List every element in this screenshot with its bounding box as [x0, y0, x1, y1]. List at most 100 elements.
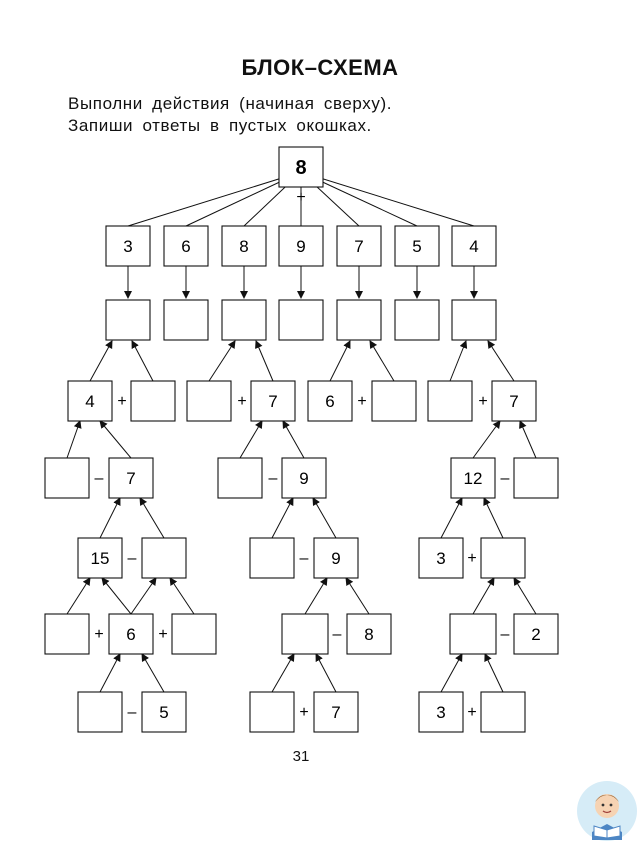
- row2-box-5[interactable]: [336, 299, 382, 341]
- row1-box-6-value: 5: [412, 237, 421, 256]
- arrow: [369, 340, 395, 382]
- connector-line: [127, 171, 302, 227]
- left-r5-left-value: 15: [91, 549, 110, 568]
- center-r7-op: +: [299, 704, 308, 721]
- operator-signs: ++––++–++–––++–+–+: [94, 189, 509, 721]
- center-r5-right-value: 9: [331, 549, 340, 568]
- arrow: [487, 340, 515, 382]
- right-r5-left: 3: [418, 537, 464, 579]
- right-r3-left[interactable]: [427, 380, 473, 422]
- center-r6-op: –: [333, 626, 342, 643]
- root-op: +: [296, 189, 305, 206]
- center-r7-right: 7: [313, 691, 359, 733]
- arrow: [440, 653, 463, 693]
- page-title: БЛОК–СХЕМА: [241, 55, 399, 80]
- right-r6-left[interactable]: [449, 613, 497, 655]
- row2-box-2[interactable]: [163, 299, 209, 341]
- right-r4-op: –: [501, 470, 510, 487]
- right-r5-right[interactable]: [480, 537, 526, 579]
- left-r4-left[interactable]: [44, 457, 90, 499]
- arrow: [239, 420, 263, 459]
- row1-box-4: 9: [278, 225, 324, 267]
- row1-box-7: 4: [451, 225, 497, 267]
- arrow: [66, 420, 82, 459]
- arrow: [139, 497, 165, 539]
- root-box: 8: [278, 146, 324, 188]
- left-r6-op2: +: [158, 626, 167, 643]
- row1-box-2: 6: [163, 225, 209, 267]
- center-r3a-op: +: [237, 393, 246, 410]
- left-r7-right: 5: [141, 691, 187, 733]
- right-r7-op: +: [467, 704, 476, 721]
- center-r6-right-value: 8: [364, 625, 373, 644]
- root-box-value: 8: [295, 157, 306, 179]
- center-r4-right-value: 9: [299, 469, 308, 488]
- left-r4-right: 7: [108, 457, 154, 499]
- center-r5-left[interactable]: [249, 537, 295, 579]
- arrow: [271, 653, 295, 693]
- center-r6-right: 8: [346, 613, 392, 655]
- left-r6-mid: 6: [108, 613, 154, 655]
- center-r4-left[interactable]: [217, 457, 263, 499]
- center-r7-left[interactable]: [249, 691, 295, 733]
- right-r4-right[interactable]: [513, 457, 559, 499]
- arrow: [312, 497, 337, 539]
- row1-box-1-value: 3: [123, 237, 132, 256]
- row1-box-4-value: 9: [296, 237, 305, 256]
- center-r7-right-value: 7: [331, 703, 340, 722]
- left-r7-right-value: 5: [159, 703, 168, 722]
- right-r4-left: 12: [450, 457, 496, 499]
- right-r3-right: 7: [491, 380, 537, 422]
- center-r3a-right-value: 7: [268, 392, 277, 411]
- arrow: [99, 420, 132, 459]
- right-r6-op: –: [501, 626, 510, 643]
- arrow: [169, 577, 195, 615]
- row2-box-6[interactable]: [394, 299, 440, 341]
- arrow: [208, 340, 236, 382]
- center-r4-right: 9: [281, 457, 327, 499]
- center-r3b-right[interactable]: [371, 380, 417, 422]
- left-r3-left-value: 4: [85, 392, 94, 411]
- left-r7-op: –: [128, 704, 137, 721]
- left-r6-left[interactable]: [44, 613, 90, 655]
- row1-box-7-value: 4: [469, 237, 478, 256]
- right-r7-right[interactable]: [480, 691, 526, 733]
- arrow: [141, 653, 165, 693]
- arrow: [99, 497, 121, 539]
- row2-box-4[interactable]: [278, 299, 324, 341]
- left-r6-right[interactable]: [171, 613, 217, 655]
- right-r5-op: +: [467, 550, 476, 567]
- row1-box-3: 8: [221, 225, 267, 267]
- row2-box-1[interactable]: [105, 299, 151, 341]
- row1-box-5: 7: [336, 225, 382, 267]
- left-r3-right[interactable]: [130, 380, 176, 422]
- arrow: [472, 420, 501, 459]
- left-r5-right[interactable]: [141, 537, 187, 579]
- center-r3b-left: 6: [307, 380, 353, 422]
- arrow: [440, 497, 463, 539]
- arrow: [345, 577, 370, 615]
- center-r6-left[interactable]: [281, 613, 329, 655]
- left-r6-op1: +: [94, 626, 103, 643]
- row1-box-1: 3: [105, 225, 151, 267]
- row2-box-7[interactable]: [451, 299, 497, 341]
- right-r5-left-value: 3: [436, 549, 445, 568]
- left-r4-right-value: 7: [126, 469, 135, 488]
- left-r3-op: +: [117, 393, 126, 410]
- center-r3b-left-value: 6: [325, 392, 334, 411]
- right-r6-right-value: 2: [531, 625, 540, 644]
- arrow: [282, 420, 305, 459]
- center-r4-op: –: [269, 470, 278, 487]
- center-r3a-left[interactable]: [186, 380, 232, 422]
- right-r3-op: +: [478, 393, 487, 410]
- row2-box-3[interactable]: [221, 299, 267, 341]
- arrow: [255, 340, 274, 382]
- boy-reading-icon: [577, 781, 637, 841]
- center-r5-op: –: [300, 550, 309, 567]
- right-r6-right: 2: [513, 613, 559, 655]
- left-r7-left[interactable]: [77, 691, 123, 733]
- center-r3b-op: +: [357, 393, 366, 410]
- arrow: [519, 420, 537, 459]
- instruction-line-2: Запиши ответы в пустых окошках.: [68, 116, 372, 135]
